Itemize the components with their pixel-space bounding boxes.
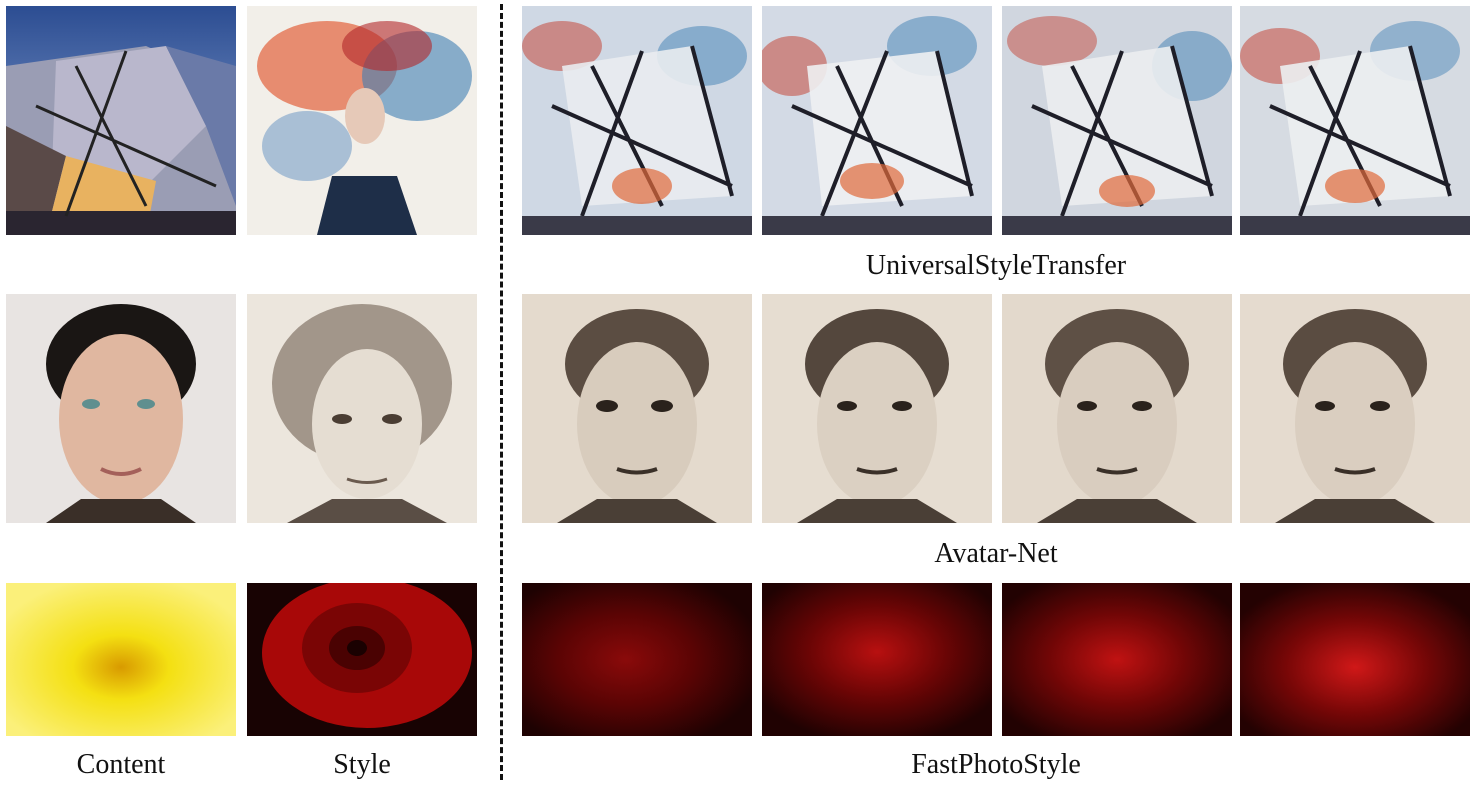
method-caption-row2: Avatar-Net xyxy=(934,538,1058,569)
content-image-building xyxy=(6,6,236,235)
method-caption-row1: UniversalStyleTransfer xyxy=(865,250,1127,281)
result-fps-flower-4 xyxy=(1240,583,1470,736)
dashed-divider xyxy=(500,4,503,780)
result-ust-building-1 xyxy=(522,6,752,235)
result-fps-flower-1 xyxy=(522,583,752,736)
result-avatar-portrait-4 xyxy=(1240,294,1470,523)
content-image-flower xyxy=(6,583,236,736)
result-ust-building-2 xyxy=(762,6,992,235)
content-image-portrait xyxy=(6,294,236,523)
result-fps-flower-2 xyxy=(762,583,992,736)
result-avatar-portrait-3 xyxy=(1002,294,1232,523)
style-label: Style xyxy=(333,749,391,780)
result-avatar-portrait-2 xyxy=(762,294,992,523)
style-image-rose xyxy=(247,583,477,736)
method-caption-row3: FastPhotoStyle xyxy=(911,749,1081,780)
result-ust-building-4 xyxy=(1240,6,1470,235)
style-image-painting xyxy=(247,6,477,235)
result-avatar-portrait-1 xyxy=(522,294,752,523)
result-ust-building-3 xyxy=(1002,6,1232,235)
result-fps-flower-3 xyxy=(1002,583,1232,736)
style-image-sketch xyxy=(247,294,477,523)
content-label: Content xyxy=(76,749,166,780)
